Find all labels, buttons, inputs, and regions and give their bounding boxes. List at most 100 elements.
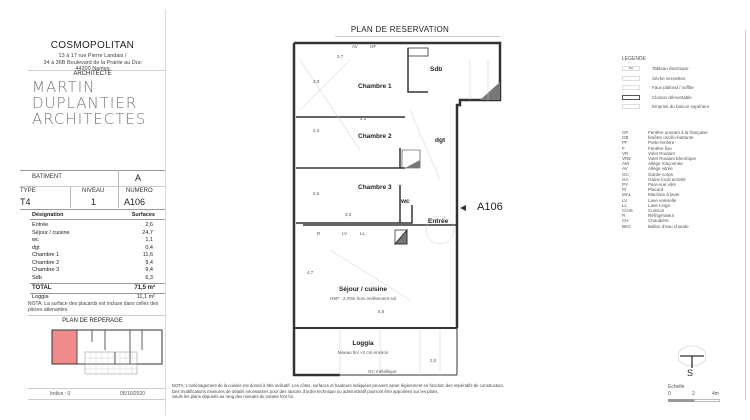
legend-code: LV (622, 197, 628, 203)
surface-room: dgt (32, 244, 40, 251)
surface-room: wc (32, 237, 39, 243)
legend-text: fenêtre oscillo-battante (648, 135, 694, 141)
legend-swatch (622, 104, 640, 110)
legend-text: Faux plafond / soffite (652, 85, 694, 91)
room-dgt: dgt (435, 137, 446, 144)
surface-room: Chambre 3 (32, 267, 60, 273)
legend-text: Machine à laver (648, 192, 680, 198)
room-chambre-2: Chambre 2 (358, 133, 392, 140)
dim-6: 2,4 (313, 128, 320, 133)
mark-of: OF (370, 44, 377, 49)
legend-symbol-row: Sèche serviettes (622, 74, 747, 84)
type-value: T4 (20, 197, 31, 207)
legend-code: CUIS (622, 208, 633, 214)
loggia-level: Niveau fini +2 cm environ (337, 350, 389, 355)
legend-text: Ballon d'eau chaude (648, 223, 689, 229)
legend-symbol-row: Faux plafond / soffite (622, 83, 747, 93)
dim-8: 4,7 (307, 270, 314, 275)
surface-row: Chambre 2 9,4 (30, 260, 165, 268)
surface-row: Chambre 3 9,4 (30, 267, 165, 275)
lot-highlight (52, 330, 77, 364)
legend-text: Placard (648, 187, 664, 193)
surface-room: Chambre 2 (32, 259, 60, 266)
legend-code: AM (622, 161, 629, 167)
dim-5: 3,3 (313, 79, 320, 84)
legend-abbr-row: AM Allège maçonnée (622, 161, 747, 166)
legend-abbr-row: VRE Volet Roulant Electrique (622, 156, 747, 161)
legend-text: Sèche serviettes (652, 75, 686, 81)
legend-code: VR (622, 150, 629, 156)
legend-code: GC (622, 171, 629, 177)
dim-7: 2,6 (313, 191, 320, 196)
dim-9: 2,0 (430, 358, 437, 363)
legend-code: F (622, 145, 625, 151)
legend-code: CH (622, 218, 629, 224)
reperage-title: PLAN DE REPERAGE (62, 318, 123, 324)
plan-title: PLAN DE RESERVATION (350, 25, 450, 34)
legend-swatch: TEL (622, 66, 640, 72)
mark-r: R (317, 231, 321, 236)
legend-abbr-row: CH Chaudière (622, 218, 747, 223)
architect-logo: MARTIN DUPLANTIER ARCHITECTES (32, 78, 147, 128)
legend-text: Fenêtre fixe (648, 145, 672, 151)
info-panel: COSMOPOLITAN 13 à 17 rue Pierre Landais … (20, 0, 165, 420)
legend-text: Volet Roulant Electrique (648, 156, 697, 162)
scale-tick-4: 4m (712, 391, 719, 397)
legend-text: Réfrigérateur (648, 213, 675, 219)
batiment-value: A (135, 173, 142, 183)
type-label: TYPE (20, 188, 36, 194)
indice: Indice : 0 (50, 391, 71, 397)
dim-3: 3,3 (345, 212, 352, 217)
legend-abbr-row: PV Pare-vue vitré (622, 182, 747, 187)
legend-text: Cloison démontable (652, 94, 692, 100)
legend-text: Pare-vue vitré (648, 182, 677, 188)
legend-text: Allège maçonnée (648, 161, 683, 167)
surface-value: 24,7 (142, 229, 153, 236)
legend-code: PV (622, 182, 629, 188)
numero-value: A106 (124, 197, 146, 207)
date: 05/10/2020 (120, 391, 146, 397)
dim-2: 4,3 (360, 116, 367, 121)
legend-code: BEC (622, 223, 632, 229)
footer-note: NOTA: L'aménagement de la cuisine est do… (172, 383, 505, 400)
legend-code: GA (622, 176, 629, 182)
surface-room: Séjour / cuisine (32, 229, 70, 236)
surface-value: 9,4 (145, 267, 153, 273)
legend-text: Allège vitrée (648, 166, 673, 172)
lot-tag: A106 (477, 201, 503, 213)
reperage-map (51, 329, 163, 375)
scale-tick-0: 0 (668, 391, 671, 397)
legend-abbr-row: VR Volet Roulant (622, 151, 747, 156)
legend-swatch (622, 85, 640, 91)
surface-value: 9,4 (145, 259, 153, 266)
surface-room: Sdb (32, 274, 42, 281)
legend-code: VRE (622, 156, 632, 162)
room-chambre-1: Chambre 1 (358, 83, 392, 90)
batiment-label: BATIMENT (32, 174, 62, 180)
legend-symbol-row: Cloison démontable (622, 93, 747, 103)
dim-4: 5,6 (378, 309, 385, 314)
legend-text: Emprise du balcon supérieur (652, 104, 710, 110)
legend-text: Chaudière (648, 218, 669, 224)
entry-arrow-icon (460, 205, 466, 211)
room-sdb: Sdb (430, 66, 443, 73)
room-chambre-3: Chambre 3 (358, 184, 392, 191)
dim-1: 3,7 (337, 54, 344, 59)
orientation-letter: S (687, 368, 694, 378)
legend-text: Lave Linge (648, 202, 671, 208)
legend-title: LEGENDE (622, 56, 646, 62)
legend-text: Volet Roulant (648, 150, 675, 156)
